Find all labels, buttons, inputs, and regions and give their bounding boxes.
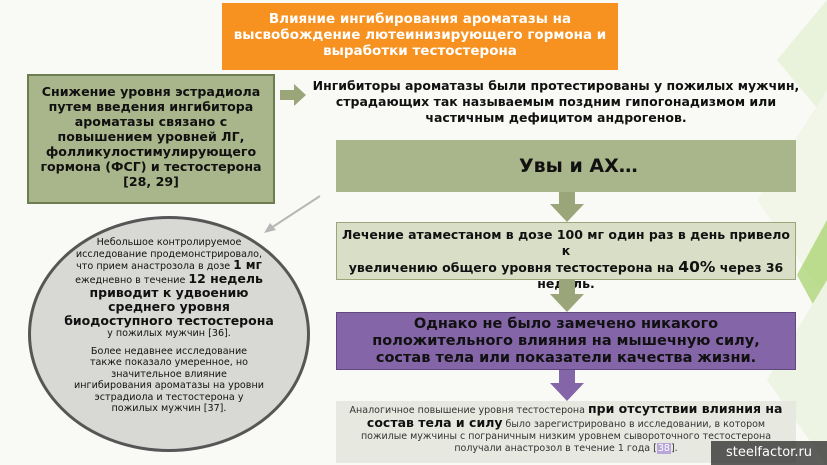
duration-value: 12 недель bbox=[188, 270, 263, 286]
text-bold: состав тела и силу bbox=[366, 415, 503, 430]
text-line: повышением уровней ЛГ, bbox=[57, 129, 245, 144]
text-part: ]. bbox=[670, 443, 678, 454]
slide-title: Влияние ингибирования ароматазы на высво… bbox=[222, 3, 618, 70]
text-bold: при отсутствии влияния на bbox=[587, 401, 783, 416]
reference-link: 38 bbox=[656, 443, 671, 454]
alas-text: Увы и АХ… bbox=[519, 155, 638, 177]
dose-value: 1 мг bbox=[233, 258, 262, 272]
text-line: ароматазы связано с bbox=[74, 114, 228, 129]
text-line: пожилых мужчин [37]. bbox=[111, 403, 227, 414]
estradiol-box: Снижение уровня эстрадиола путем введени… bbox=[27, 74, 275, 204]
text-line: Однако не было замечено никакого bbox=[413, 316, 719, 332]
text-part: ежедневно в течение bbox=[75, 274, 189, 286]
alas-box: Увы и АХ… bbox=[336, 140, 796, 192]
text-line: гормона (ФСГ) и тестостерона bbox=[40, 159, 262, 174]
background-decoration bbox=[757, 0, 827, 465]
text-line: состав тела и силу было зарегистрировано… bbox=[336, 415, 796, 431]
text-line: фолликулостимулирующего bbox=[45, 144, 257, 159]
text-line: Ингибиторы ароматазы были протестированы… bbox=[312, 78, 800, 93]
text-line: получали анастрозол в течение 1 года [38… bbox=[336, 443, 796, 455]
text-line: что прием анастрозола в дозе 1 мг bbox=[57, 258, 281, 273]
text-line: значительное влияние bbox=[111, 368, 227, 380]
right-arrow-icon bbox=[280, 84, 306, 106]
text-part: через 36 bbox=[715, 260, 784, 275]
text-part: что прием анастрозола в дозе bbox=[76, 261, 234, 272]
intro-text: Ингибиторы ароматазы были протестированы… bbox=[306, 78, 806, 126]
text-part: получали анастрозол в течение 1 года [ bbox=[454, 443, 657, 454]
title-line: выработки тестостерона bbox=[323, 43, 517, 59]
down-arrow-icon bbox=[550, 370, 584, 401]
text-line: исследование продемонстрировало, bbox=[75, 248, 263, 260]
text-line: состав тела или показатели качества жизн… bbox=[375, 350, 757, 366]
connector-arrow bbox=[264, 195, 321, 233]
text-line: Небольшое контролируемое bbox=[96, 237, 242, 248]
text-line: путем введения ингибитора bbox=[48, 99, 254, 114]
studies-ellipse: Небольшое контролируемое исследование пр… bbox=[28, 216, 310, 452]
text-line: приводит к удвоению bbox=[89, 285, 249, 300]
text-line: страдающих так называемым поздним гипого… bbox=[335, 94, 777, 109]
watermark: steelfactor.ru bbox=[711, 441, 827, 465]
text-line: Лечение атаместаном в дозе 100 мг один р… bbox=[341, 227, 791, 258]
title-line: высвобождение лютеинизирующего гормона и bbox=[233, 27, 607, 43]
text-line: пожилые мужчины с пограничным низким уро… bbox=[360, 431, 772, 442]
down-arrow-icon bbox=[550, 280, 584, 312]
text-line: эстрадиола и тестостерона у bbox=[94, 391, 244, 403]
title-line: Влияние ингибирования ароматазы на bbox=[268, 11, 572, 27]
text-line: Более недавнее исследование bbox=[90, 345, 248, 357]
text-line: частичным дефицитом андрогенов. bbox=[425, 110, 687, 125]
text-line: увеличению общего уровня тестостерона на… bbox=[337, 259, 795, 276]
percent-value: 40% bbox=[678, 258, 716, 276]
text-part: увеличению общего уровня тестостерона на bbox=[348, 260, 679, 275]
text-line: также показало умеренное, но bbox=[89, 357, 249, 368]
no-effect-box: Однако не было замечено никакого положит… bbox=[336, 312, 796, 370]
text-line: [28, 29] bbox=[123, 174, 179, 189]
treatment-box: Лечение атаместаном в дозе 100 мг один р… bbox=[336, 222, 796, 291]
text-part: Аналогичное повышение уровня тестостерон… bbox=[349, 405, 588, 416]
text-line: ежедневно в течение 12 недель bbox=[57, 270, 281, 287]
text-line: Снижение уровня эстрадиола bbox=[41, 84, 261, 99]
text-part: было зарегистрировано в исследовании, в … bbox=[502, 419, 766, 430]
text-line: биодоступного тестостерона bbox=[64, 313, 274, 328]
text-line: положительного влияния на мышечную силу, bbox=[372, 333, 760, 349]
text-line: Аналогичное повышение уровня тестостерон… bbox=[336, 401, 796, 417]
down-arrow-icon bbox=[550, 192, 584, 222]
text-line: у пожилых мужчин [36]. bbox=[107, 328, 231, 339]
text-line: ингибирования ароматазы на уровни bbox=[74, 380, 264, 391]
text-line: среднего уровня bbox=[108, 299, 230, 314]
